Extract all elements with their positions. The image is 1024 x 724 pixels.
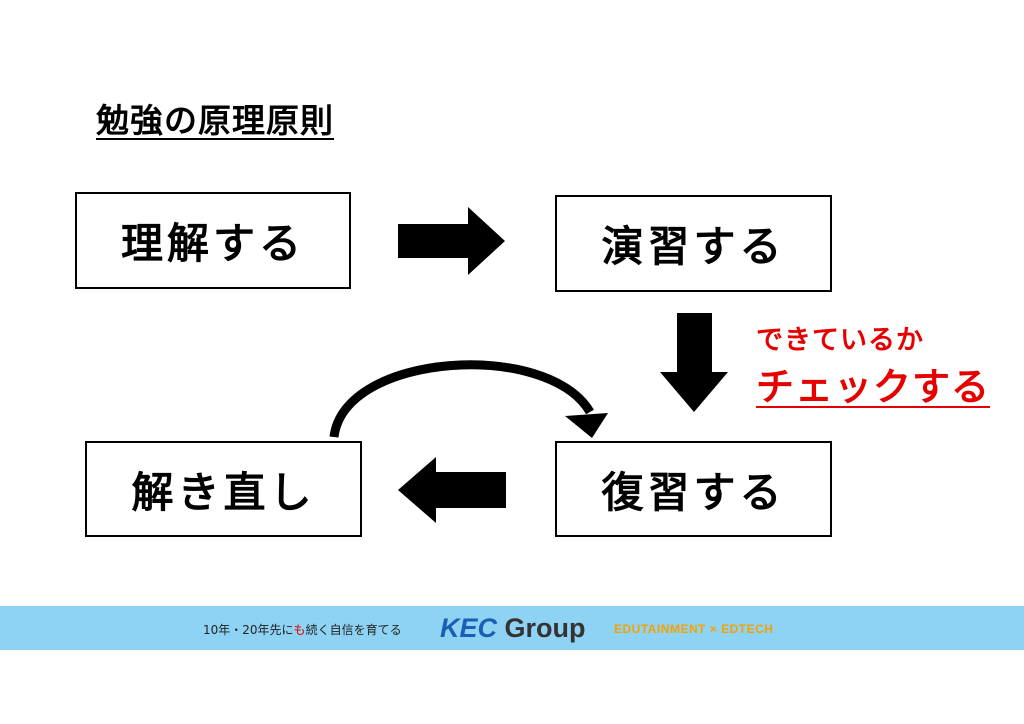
curved-arrowhead-icon: [565, 413, 608, 438]
step-understand-label: 理解する: [120, 219, 305, 268]
arrow-right-icon: [398, 207, 505, 275]
logo-kec: KEC: [440, 613, 498, 643]
step-review-box: 復習する: [555, 441, 832, 537]
step-understand-box: 理解する: [75, 192, 351, 289]
arrow-left-icon: [398, 457, 506, 523]
step-review-label: 復習する: [601, 467, 786, 517]
logo-group: Group: [504, 613, 586, 643]
footer-slogan: EDUTAINMENT × EDTECH: [614, 622, 774, 636]
tagline-accent: も: [293, 623, 306, 637]
page-title: 勉強の原理原則: [96, 101, 334, 140]
step-practice-label: 演習する: [601, 222, 786, 271]
step-resolve-box: 解き直し: [85, 441, 362, 537]
arrow-down-icon: [660, 313, 728, 412]
check-subtext: できているか: [756, 325, 924, 356]
step-practice-box: 演習する: [555, 195, 832, 292]
footer-tagline: 10年・20年先にも続く自信を育てる: [203, 621, 402, 638]
tagline-part-1: 10年・20年先に: [203, 623, 294, 637]
step-resolve-label: 解き直し: [131, 467, 316, 517]
kec-group-logo: KEC Group: [440, 612, 586, 644]
footer-band: 10年・20年先にも続く自信を育てる KEC Group EDUTAINMENT…: [0, 606, 1024, 650]
curved-arrow-icon: [329, 360, 594, 438]
check-main-text: チェックする: [756, 365, 991, 409]
tagline-part-2: 続く自信を育てる: [305, 623, 402, 637]
